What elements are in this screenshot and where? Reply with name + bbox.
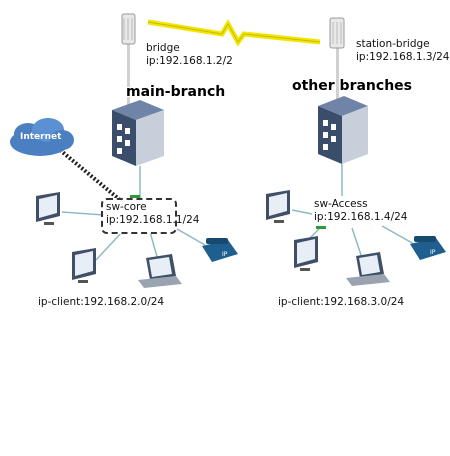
switch-core-accent xyxy=(130,195,140,198)
sw-core-ip: ip:192.168.1.1/24 xyxy=(106,214,200,226)
left-radio-ip: ip:192.168.1.2/2 xyxy=(146,55,233,67)
svg-text:IP: IP xyxy=(222,251,228,258)
right-workstation-2-icon xyxy=(294,236,318,271)
right-ip-phone-icon: IP xyxy=(410,236,446,260)
svg-text:IP: IP xyxy=(430,249,436,256)
left-workstation-2-icon xyxy=(72,248,96,283)
left-radio-antenna-icon xyxy=(121,13,136,120)
main-branch-title: main-branch xyxy=(126,84,226,100)
right-radio-name: station-bridge xyxy=(356,38,430,50)
left-ip-phone-icon: IP xyxy=(202,238,238,262)
left-laptop-icon xyxy=(138,254,182,288)
main-branch-router-icon xyxy=(112,100,164,166)
right-client-subnet: ip-client:192.168.3.0/24 xyxy=(278,296,405,308)
sw-access-name: sw-Access xyxy=(314,198,368,210)
right-workstation-1-icon xyxy=(266,190,290,223)
sw-access-ip: ip:192.168.1.4/24 xyxy=(314,211,408,223)
sw-core-box xyxy=(101,198,177,234)
internet-cloud-icon xyxy=(10,118,74,156)
left-radio-name: bridge xyxy=(146,42,180,54)
internet-label: Internet xyxy=(20,132,62,142)
left-workstation-1-icon xyxy=(36,192,60,225)
other-branches-title: other branches xyxy=(292,78,412,94)
right-radio-ip: ip:192.168.1.3/24 xyxy=(356,51,450,63)
left-client-subnet: ip-client:192.168.2.0/24 xyxy=(38,296,165,308)
right-laptop-icon xyxy=(346,252,390,286)
sw-core-name: sw-core xyxy=(106,201,147,213)
right-radio-antenna-icon xyxy=(329,17,345,114)
internet-link xyxy=(58,148,122,202)
switch-access-accent xyxy=(316,226,326,229)
other-branches-router-icon xyxy=(318,96,368,164)
